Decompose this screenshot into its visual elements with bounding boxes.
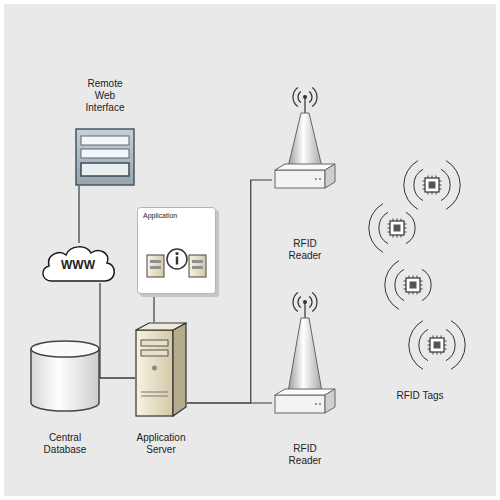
radio-wave: [298, 296, 301, 307]
server-slot: [192, 266, 203, 269]
chip-body: [390, 221, 404, 235]
node-label: Remote Web Interface: [79, 78, 131, 114]
radio-wave: [293, 87, 298, 106]
panel-body: [138, 208, 216, 294]
rfid-reader: RFID Reader: [272, 290, 338, 415]
network-link: [153, 297, 154, 322]
server-slot: [192, 260, 203, 263]
info-circle: [167, 249, 187, 269]
window-frame: [76, 129, 134, 185]
window-button: [81, 163, 129, 176]
radio-wave: [312, 87, 317, 106]
network-link: [100, 377, 135, 378]
network-link: [100, 283, 135, 378]
tag-wave: [441, 169, 450, 200]
node-label: Application Server: [132, 432, 190, 456]
background-panel: [4, 4, 496, 496]
reader-base-side: [325, 164, 335, 188]
tag-wave: [379, 212, 388, 243]
tag-wave: [446, 161, 460, 210]
tag-wave: [385, 261, 399, 310]
cylinder-body: [31, 349, 99, 411]
status-light: [315, 403, 317, 405]
rfid-tag-group-outline: [355, 150, 485, 365]
tag-wave: [446, 329, 455, 360]
power-button: [152, 366, 157, 371]
window-bar: [81, 149, 129, 158]
tag-wave: [369, 204, 383, 253]
server-slot: [150, 260, 161, 263]
tag-wave: [414, 169, 423, 200]
application-panel-outline: [137, 207, 219, 297]
radio-wave: [309, 296, 312, 307]
vent-line: [141, 396, 168, 397]
reader-base-front: [275, 170, 325, 188]
tag-wave: [395, 269, 404, 300]
info-dot: [175, 252, 178, 255]
network-link: [187, 402, 272, 403]
cylinder-top: [31, 341, 99, 357]
radio-wave: [309, 91, 312, 102]
internet-cloud: WWW: [38, 243, 118, 283]
tag-wave: [406, 212, 415, 243]
rfid-tag-group: RFID Tags: [355, 150, 485, 365]
tower-front: [136, 330, 173, 416]
tag-wave: [419, 329, 428, 360]
chip-core: [410, 282, 417, 289]
status-light: [319, 178, 321, 180]
antenna-mast: [304, 97, 305, 113]
node-label: RFID Tags: [370, 390, 470, 402]
server-icon: [189, 255, 206, 277]
vent-line: [141, 392, 168, 393]
rfid-reader-outline: [272, 290, 338, 415]
chip-core: [394, 225, 401, 232]
status-light: [315, 178, 317, 180]
tag-wave: [409, 321, 423, 370]
tag-wave: [404, 161, 418, 210]
chip-body: [430, 338, 444, 352]
tag-wave: [451, 321, 465, 370]
radio-wave: [312, 292, 317, 311]
reader-cone: [288, 113, 322, 167]
tag-wave: [422, 269, 431, 300]
node-label: Application: [143, 212, 177, 220]
antenna-mast: [304, 302, 305, 318]
antenna-tip: [303, 95, 307, 99]
info-stem: [176, 257, 178, 265]
server-icon: [147, 255, 164, 277]
reader-base-side: [325, 389, 335, 413]
reader-cone: [288, 318, 322, 392]
network-link: [78, 186, 79, 243]
radio-wave: [293, 292, 298, 311]
chip-core: [434, 342, 441, 349]
antenna-tip: [303, 300, 307, 304]
chip-body: [425, 178, 439, 192]
window-bar: [81, 136, 129, 145]
server-slot: [150, 266, 161, 269]
drive-bay: [141, 350, 168, 356]
database-cylinder: Central Database: [30, 340, 100, 412]
rfid-reader-outline: [272, 85, 338, 190]
rfid-reader: RFID Reader: [272, 85, 338, 190]
chip-core: [429, 182, 436, 189]
chip-body: [406, 278, 420, 292]
reader-base-front: [275, 395, 325, 413]
node-label: RFID Reader: [283, 443, 327, 467]
node-label: WWW: [38, 243, 118, 283]
node-label: RFID Reader: [283, 238, 327, 262]
tower-side: [173, 323, 186, 416]
radio-wave: [298, 91, 301, 102]
application-panel: Application: [137, 207, 219, 297]
server-tower: Application Server: [135, 322, 187, 417]
node-label: Central Database: [37, 432, 93, 456]
server-tower-outline: [135, 322, 187, 417]
database-cylinder-outline: [30, 340, 100, 412]
tower-top: [136, 323, 186, 330]
web-interface-node-outline: [75, 128, 135, 186]
web-interface-node: Remote Web Interface: [75, 128, 135, 186]
drive-bay: [141, 340, 168, 346]
status-light: [319, 403, 321, 405]
